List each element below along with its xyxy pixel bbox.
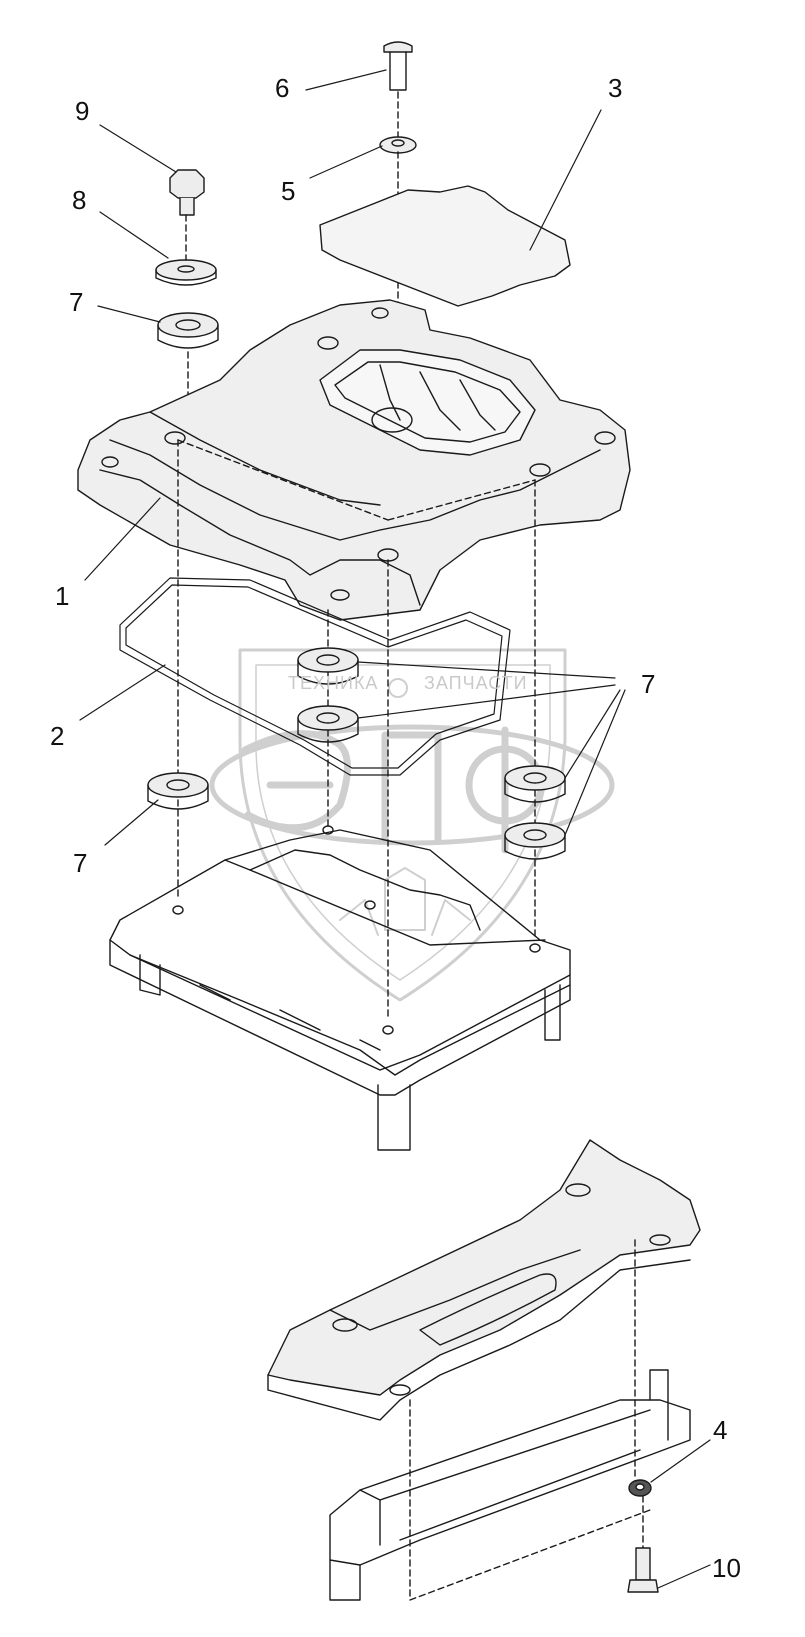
spacer-7-top (157, 312, 219, 349)
callout-8: 8 (72, 185, 87, 215)
watermark-right-text: ЗАПЧАСТИ (424, 673, 528, 693)
watermark-left-text: ТЕХНИКА (288, 673, 379, 693)
lower-frame (329, 1369, 691, 1601)
callout-4: 4 (713, 1415, 728, 1445)
washer-4 (628, 1479, 652, 1497)
cover-plate-3 (319, 185, 571, 307)
callout-6: 6 (275, 73, 290, 103)
console-panel-1 (77, 299, 631, 621)
callout-2: 2 (50, 721, 65, 751)
washer-8 (155, 259, 217, 286)
callout-9: 9 (75, 96, 90, 126)
callout-5: 5 (281, 176, 296, 206)
spacer-7-right-lower (504, 822, 566, 860)
washer-5 (379, 136, 417, 154)
callout-7-top-left: 7 (69, 287, 84, 317)
callout-7-right: 7 (641, 669, 656, 699)
spacer-7-left (147, 772, 209, 810)
callout-1: 1 (55, 581, 70, 611)
callout-3: 3 (608, 73, 623, 103)
bolt-9 (169, 169, 205, 216)
seal-2 (119, 577, 511, 776)
bolt-6 (383, 41, 413, 91)
callout-10: 10 (712, 1553, 741, 1583)
callout-7-bottom-left: 7 (73, 848, 88, 878)
base-frame (109, 825, 571, 1151)
bolt-10 (627, 1547, 659, 1593)
leader-lines (79, 69, 711, 1589)
spacer-7-mid-upper (297, 647, 359, 685)
lower-panel (267, 1139, 701, 1421)
